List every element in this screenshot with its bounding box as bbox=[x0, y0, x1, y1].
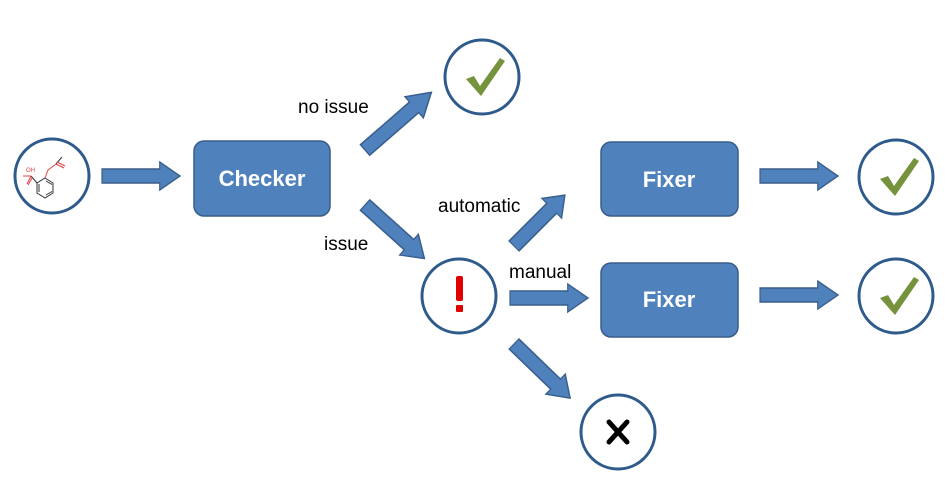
fixer-automatic-box bbox=[600, 141, 739, 217]
edge-label-no-issue: no issue bbox=[298, 97, 369, 118]
fixer-manual-node: Fixer bbox=[600, 262, 739, 338]
exclamation-icon bbox=[456, 276, 463, 312]
pass-circle bbox=[857, 138, 935, 216]
check-icon bbox=[880, 158, 919, 196]
fixer-manual-label: Fixer bbox=[643, 287, 696, 312]
reject-result bbox=[579, 393, 657, 471]
arrow-no-issue bbox=[355, 80, 442, 162]
arrow-issue bbox=[354, 193, 435, 270]
edge-label-issue: issue bbox=[324, 234, 368, 255]
issue-node bbox=[420, 257, 498, 335]
checker-node: Checker bbox=[193, 140, 331, 217]
edge-label-automatic: automatic bbox=[438, 196, 520, 217]
arrow-input-to-checker bbox=[101, 161, 181, 191]
check-icon bbox=[466, 58, 505, 96]
arrow-fixer-automatic-to-result bbox=[759, 161, 839, 191]
arrow-reject bbox=[503, 333, 581, 409]
molecule-atom-label: OH bbox=[26, 168, 35, 174]
input-molecule: OH bbox=[13, 137, 91, 215]
pass-circle bbox=[443, 38, 521, 116]
checker-box bbox=[193, 140, 331, 217]
fixer-automatic-node: Fixer bbox=[600, 141, 739, 217]
molecule-structure-icon bbox=[23, 156, 66, 199]
fixer-manual-box bbox=[600, 262, 739, 338]
arrow-manual bbox=[509, 283, 589, 313]
check-icon bbox=[880, 277, 919, 315]
pass-result-automatic bbox=[857, 138, 935, 216]
pass-circle bbox=[857, 257, 935, 335]
arrow-fixer-manual-to-result bbox=[759, 280, 839, 310]
checker-label: Checker bbox=[219, 166, 306, 191]
pass-result-manual bbox=[857, 257, 935, 335]
fixer-automatic-label: Fixer bbox=[643, 167, 696, 192]
cross-icon bbox=[606, 419, 630, 445]
pass-result-top bbox=[443, 38, 521, 116]
edge-label-manual: manual bbox=[509, 262, 571, 283]
molecule-circle bbox=[13, 137, 91, 215]
